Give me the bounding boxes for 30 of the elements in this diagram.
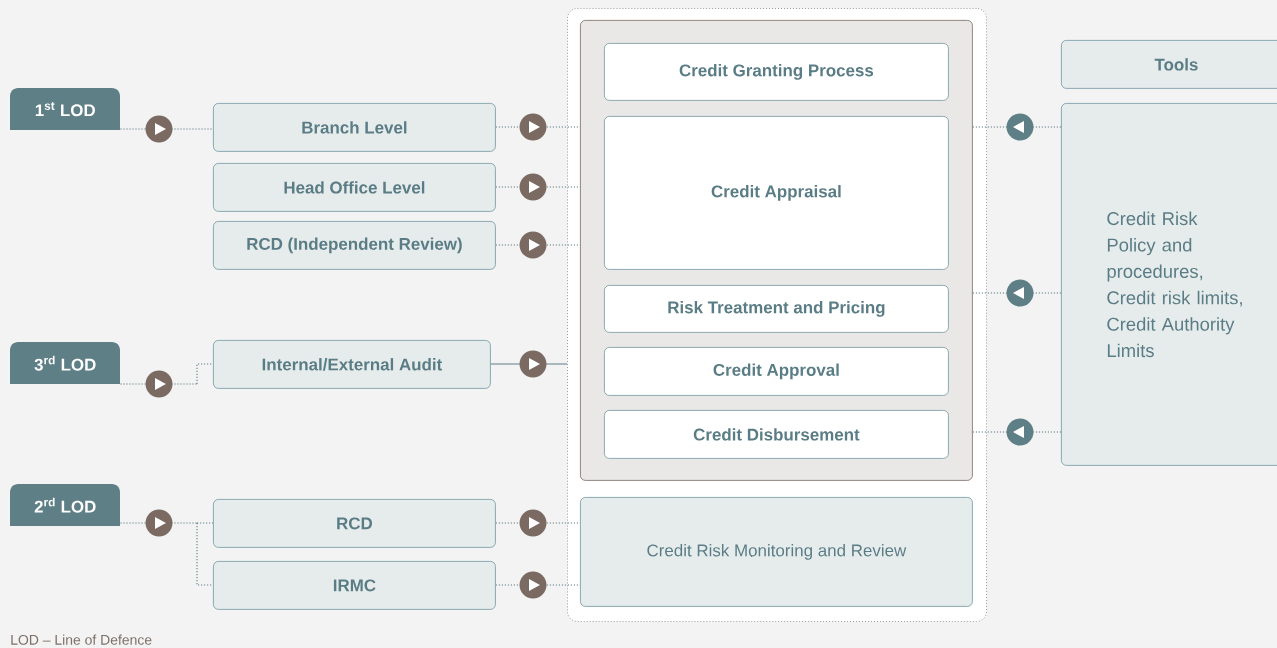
- process-box: Internal/External Audit: [213, 340, 491, 389]
- line-tab: 1$^{st}$ LOD: [10, 88, 120, 130]
- process-box: Branch Level: [213, 103, 496, 152]
- process-box: Credit Risk Monitoring and Review: [580, 497, 973, 607]
- connector-arrow: [495, 113, 581, 141]
- process-box: Credit Approval: [604, 347, 949, 396]
- connector-arrow: [119, 363, 214, 398]
- line-tab: 2$^{rd}$ LOD: [10, 484, 120, 526]
- tools-box: Credit Risk Policy and procedures, Credit risk limits, Credit Authority Limits: [1061, 103, 1277, 466]
- process-box: Credit Disbursement: [604, 410, 949, 459]
- process-box: Risk Treatment and Pricing: [604, 285, 949, 333]
- connector-arrow: [490, 350, 568, 378]
- line-tab: 3$^{rd}$ LOD: [10, 342, 120, 384]
- connector-arrow: [495, 509, 581, 537]
- process-box: Tools: [1061, 40, 1277, 89]
- connector-arrow: [972, 279, 1062, 307]
- process-box: Head Office Level: [213, 163, 496, 212]
- connector-arrow: [119, 115, 214, 143]
- connector-arrow: [495, 231, 581, 259]
- process-box: Credit Granting Process: [604, 43, 949, 101]
- process-box: IRMC: [213, 561, 496, 610]
- connector-arrow: [972, 113, 1062, 141]
- connector-arrow: [495, 173, 581, 201]
- footnote: LOD – Line of Defence: [11, 634, 152, 645]
- process-box: RCD: [213, 499, 496, 548]
- process-box: Credit Appraisal: [604, 116, 949, 270]
- process-box: RCD (Independent Review): [213, 221, 496, 270]
- connector-arrow: [972, 418, 1062, 446]
- connector-arrow: [119, 509, 214, 586]
- connector-arrow: [495, 571, 581, 599]
